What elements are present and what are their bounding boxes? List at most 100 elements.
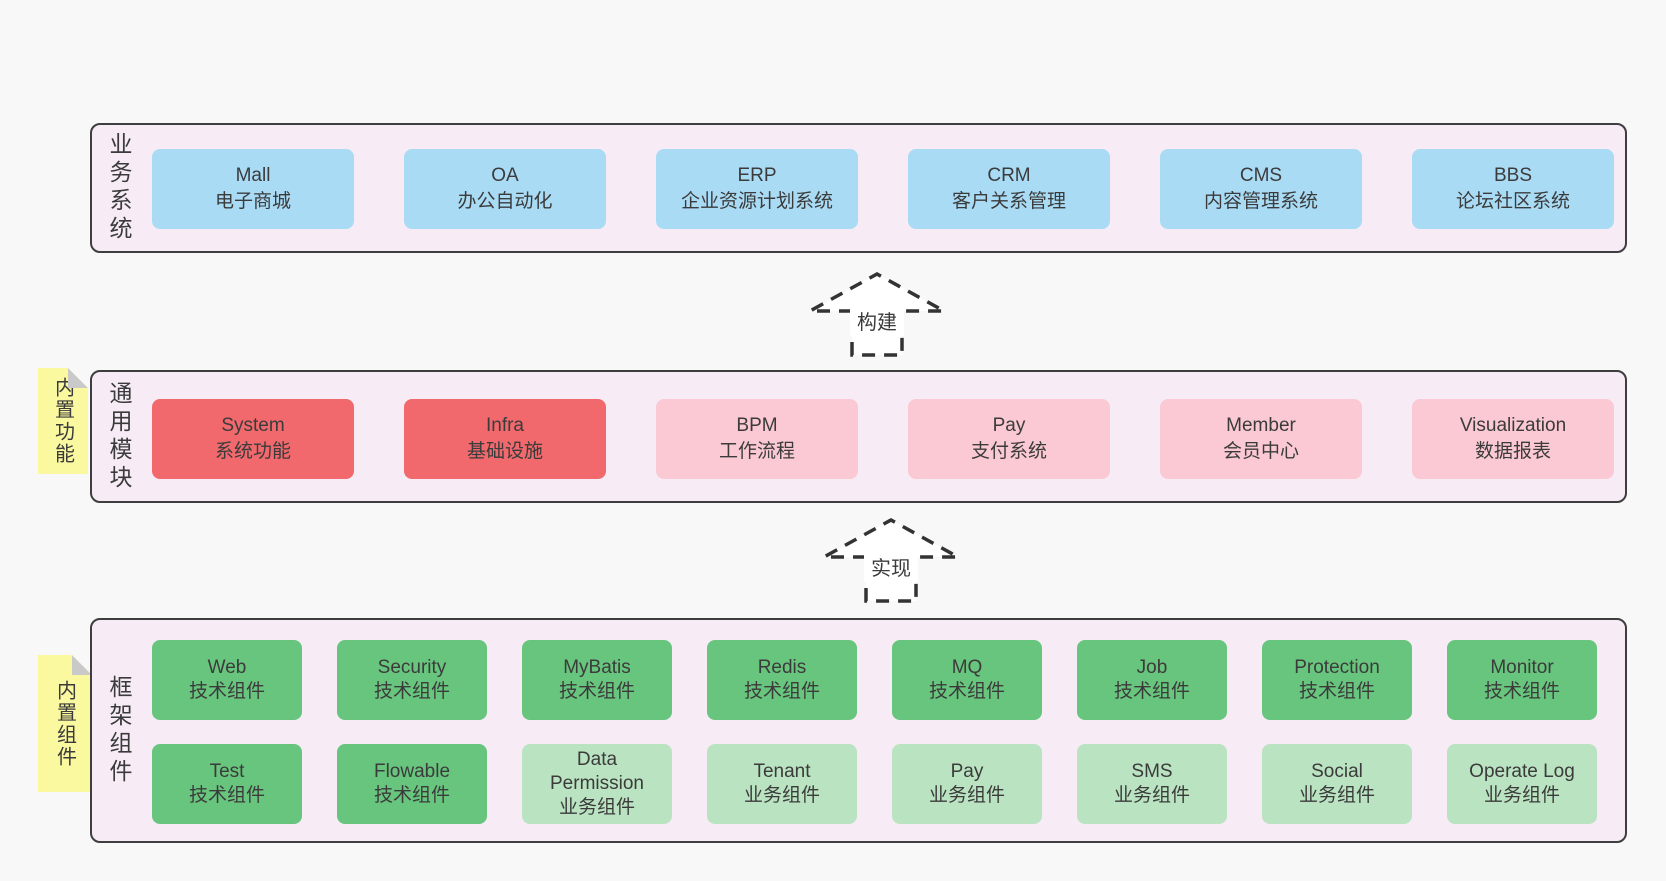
sticky-note-label: 内置组件 xyxy=(53,679,76,768)
implement-arrow-label: 实现 xyxy=(871,557,911,580)
layer-common-modules: 通用模块 System 系统功能 Infra 基础设施 BPM 工作流程 Pay 支付系统 Me… xyxy=(90,370,1627,503)
box-pay: Pay 业务组件 xyxy=(892,744,1042,824)
box-subtitle: 办公自动化 xyxy=(457,191,553,212)
box-title: CRM xyxy=(987,165,1031,186)
box-subtitle: 技术组件 xyxy=(188,785,265,806)
box-infra: Infra 基础设施 xyxy=(404,399,606,479)
box-title: Security xyxy=(377,657,447,678)
up-arrow-icon: 实现 xyxy=(823,518,959,603)
box-subtitle: 技术组件 xyxy=(373,681,450,702)
box-title: Monitor xyxy=(1490,657,1554,678)
box-cms: CMS 内容管理系统 xyxy=(1160,149,1362,229)
box-title: SMS xyxy=(1131,761,1173,782)
box-subtitle: 工作流程 xyxy=(718,441,795,462)
box-subtitle: 技术组件 xyxy=(743,681,820,702)
box-title: Tenant xyxy=(753,761,811,782)
box-title: BBS xyxy=(1493,165,1533,186)
box-subtitle: 基础设施 xyxy=(466,441,543,462)
sticky-note-built-in-features: 内置功能 xyxy=(38,368,88,474)
implement-up-arrow-icon: 实现 xyxy=(821,517,961,603)
box-operate-log: Operate Log 业务组件 xyxy=(1447,744,1597,824)
box-title: Pay xyxy=(992,415,1026,436)
box-subtitle: 系统功能 xyxy=(214,441,291,462)
box-subtitle: 技术组件 xyxy=(928,681,1005,702)
box-subtitle: 业务组件 xyxy=(743,785,820,806)
box-test: Test 技术组件 xyxy=(152,744,302,824)
box-mall: Mall 电子商城 xyxy=(152,149,354,229)
box-title: Web xyxy=(207,657,247,678)
box-title: CMS xyxy=(1239,165,1283,186)
box-protection: Protection 技术组件 xyxy=(1262,640,1412,720)
box-subtitle: 业务组件 xyxy=(1483,785,1560,806)
box-mybatis: MyBatis 技术组件 xyxy=(522,640,672,720)
box-system: System 系统功能 xyxy=(152,399,354,479)
box-title: OA xyxy=(491,165,519,186)
box-subtitle: 支付系统 xyxy=(970,441,1047,462)
box-title: System xyxy=(221,415,285,436)
box-crm: CRM 客户关系管理 xyxy=(908,149,1110,229)
layer-title-business-systems: 业务系统 xyxy=(106,132,132,244)
box-tenant: Tenant 业务组件 xyxy=(707,744,857,824)
box-subtitle: 业务组件 xyxy=(928,785,1005,806)
box-sms: SMS 业务组件 xyxy=(1077,744,1227,824)
box-title: ERP xyxy=(737,165,777,186)
box-title: Protection xyxy=(1294,657,1380,678)
box-data-permission: Data Permission 业务组件 xyxy=(522,744,672,824)
box-title: Job xyxy=(1136,657,1168,678)
box-subtitle: 技术组件 xyxy=(1113,681,1190,702)
box-subtitle: 技术组件 xyxy=(373,785,450,806)
layer-title-common-modules: 通用模块 xyxy=(106,380,132,493)
box-web: Web 技术组件 xyxy=(152,640,302,720)
build-up-arrow-icon: 构建 xyxy=(807,271,947,357)
build-arrow-label: 构建 xyxy=(857,311,897,334)
box-subtitle: 业务组件 xyxy=(558,797,635,818)
box-title: Redis xyxy=(757,657,807,678)
component-row: Mall 电子商城 OA 办公自动化 ERP 企业资源计划系统 CRM 客户关系管理 CMS 内容… xyxy=(152,149,1614,229)
box-title: Test xyxy=(209,761,245,782)
box-flowable: Flowable 技术组件 xyxy=(337,744,487,824)
box-redis: Redis 技术组件 xyxy=(707,640,857,720)
box-title: Flowable xyxy=(373,761,451,782)
box-title: Infra xyxy=(485,415,525,436)
box-subtitle: 客户关系管理 xyxy=(951,191,1066,212)
box-subtitle: 技术组件 xyxy=(1483,681,1560,702)
box-subtitle: 业务组件 xyxy=(1113,785,1190,806)
box-title: Mall xyxy=(235,165,271,186)
box-bpm: BPM 工作流程 xyxy=(656,399,858,479)
box-title: BPM xyxy=(736,415,778,436)
box-title: Operate Log xyxy=(1469,761,1575,782)
up-arrow-icon: 构建 xyxy=(809,272,945,357)
box-subtitle: 数据报表 xyxy=(1474,441,1551,462)
box-subtitle: 技术组件 xyxy=(1298,681,1375,702)
box-title: Visualization xyxy=(1459,415,1567,436)
layer-business-systems: 业务系统 Mall 电子商城 OA 办公自动化 ERP 企业资源计划系统 CRM 客户关系管理… xyxy=(90,123,1627,253)
box-subtitle: 技术组件 xyxy=(188,681,265,702)
box-title: Pay xyxy=(950,761,984,782)
box-subtitle: 内容管理系统 xyxy=(1203,191,1318,212)
box-job: Job 技术组件 xyxy=(1077,640,1227,720)
box-title: Member xyxy=(1226,415,1296,436)
box-subtitle: 电子商城 xyxy=(214,191,291,212)
box-subtitle: 企业资源计划系统 xyxy=(680,191,833,212)
box-monitor: Monitor 技术组件 xyxy=(1447,640,1597,720)
sticky-note-built-in-components: 内置组件 xyxy=(38,655,92,792)
sticky-note-label: 内置功能 xyxy=(51,377,74,465)
box-subtitle: 业务组件 xyxy=(1298,785,1375,806)
box-oa: OA 办公自动化 xyxy=(404,149,606,229)
box-title: MyBatis xyxy=(563,657,631,678)
box-title: MQ xyxy=(951,657,983,678)
box-title: Data Permission xyxy=(550,749,644,794)
box-mq: MQ 技术组件 xyxy=(892,640,1042,720)
box-subtitle: 技术组件 xyxy=(558,681,635,702)
box-subtitle: 论坛社区系统 xyxy=(1455,191,1570,212)
box-pay: Pay 支付系统 xyxy=(908,399,1110,479)
box-visualization: Visualization 数据报表 xyxy=(1412,399,1614,479)
layer-title-framework-components: 框架组件 xyxy=(106,674,132,787)
box-title: Social xyxy=(1311,761,1363,782)
